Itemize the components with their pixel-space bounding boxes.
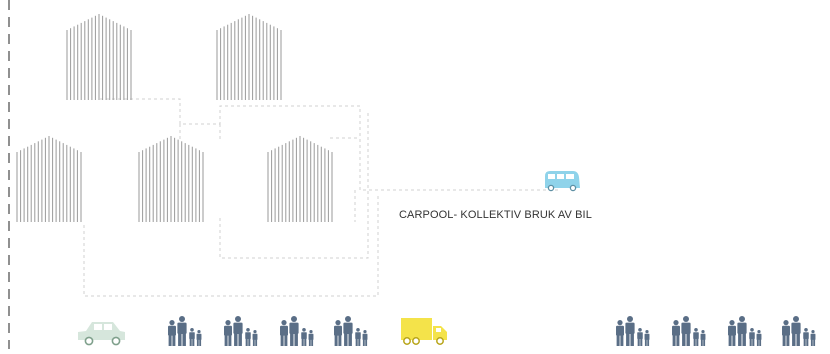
building-2 [216, 14, 282, 100]
people-group-left [168, 316, 368, 346]
carpool-caption: CARPOOL- KOLLEKTIV BRUK AV BIL [399, 209, 592, 221]
building-5 [267, 136, 333, 222]
truck-icon [401, 318, 447, 345]
car-icon [78, 322, 125, 346]
carpool-network-paths [83, 98, 560, 297]
building-1 [66, 14, 132, 100]
building-4 [138, 136, 204, 222]
building-3 [16, 136, 82, 222]
people-group-right [616, 316, 816, 346]
van-icon [545, 171, 580, 192]
buildings-group [16, 14, 333, 222]
